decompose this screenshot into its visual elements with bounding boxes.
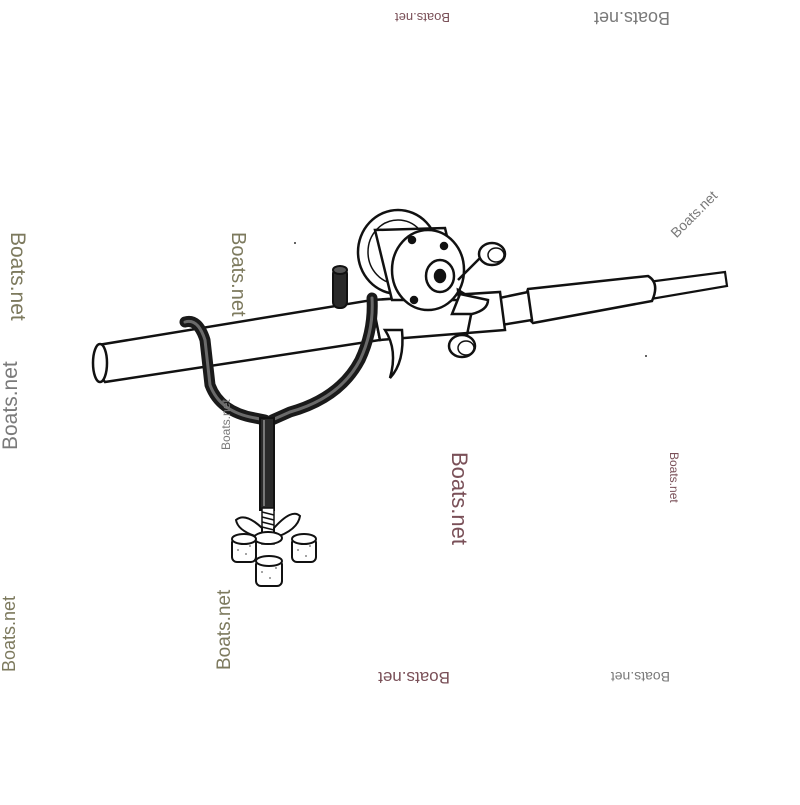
rod-foregrip — [488, 274, 657, 328]
reel-handle — [447, 241, 507, 359]
watermark-left-1: Boats.net — [6, 232, 29, 321]
holder-feet — [231, 533, 317, 587]
watermark-left-2: Boats.net — [0, 361, 22, 450]
holder-stem — [259, 417, 275, 511]
watermark-bottom-left: Boats.net — [214, 589, 235, 670]
reel-trigger — [382, 328, 404, 379]
holder-cradle — [179, 292, 378, 426]
watermark-bottom-1: Boats.net — [378, 668, 450, 687]
rod-handle — [91, 298, 382, 384]
baitcasting-reel — [356, 208, 470, 312]
watermark-mid-1: Boats.net — [227, 232, 249, 317]
watermark-center: Boats.net — [447, 452, 472, 545]
watermark-top-1: Boats.net — [395, 10, 450, 25]
watermark-mid-2: Boats.net — [219, 399, 233, 450]
watermark-bottom-2: Boats.net — [610, 669, 670, 685]
watermark-top-2: Boats.net — [593, 8, 670, 28]
holder-post — [332, 265, 348, 309]
drawing-specks — [294, 242, 647, 357]
watermark-bottom-edge: Boats.net — [0, 595, 19, 672]
watermark-right: Boats.net — [667, 452, 681, 503]
